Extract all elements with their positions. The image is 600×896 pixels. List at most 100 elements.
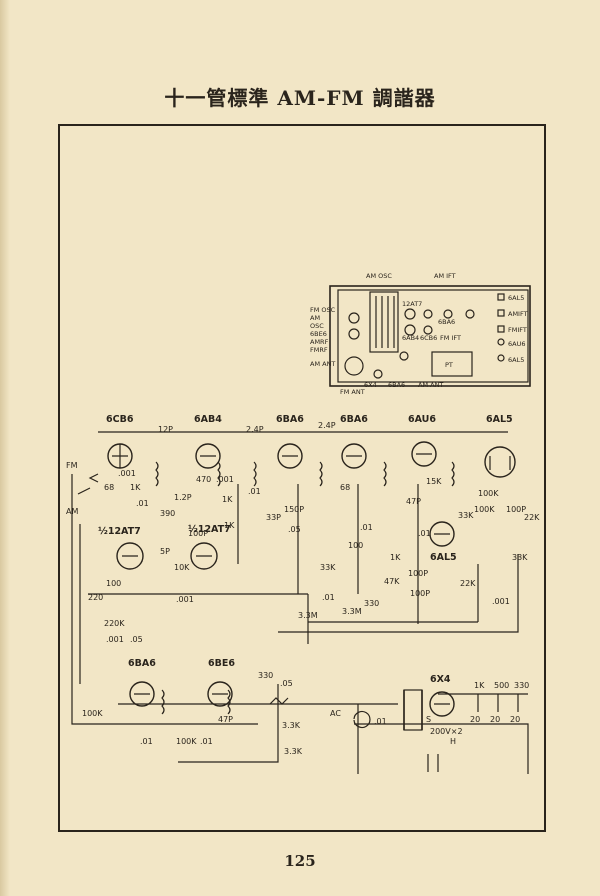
component-label: 22K xyxy=(524,513,540,522)
filter-caps xyxy=(477,694,519,712)
component-label: 5P xyxy=(160,547,170,556)
ift-coil-2 xyxy=(217,461,221,487)
component-label: 1K xyxy=(474,681,485,690)
tube-6ab4 xyxy=(195,443,221,469)
component-label: .05 xyxy=(280,679,293,688)
component-label: 330 xyxy=(364,599,379,608)
tube-label-11: 6BE6 xyxy=(208,658,235,669)
component-label: 100K xyxy=(82,709,103,718)
left-bus xyxy=(71,474,258,725)
component-label: .001 xyxy=(492,597,510,606)
component-label: .001 xyxy=(216,475,234,484)
component-label: 100 xyxy=(348,541,363,550)
socket-6al5 xyxy=(497,293,505,301)
component-label: 20 xyxy=(470,715,480,724)
ift-coil-8 xyxy=(227,689,231,715)
component-label: 3.3K xyxy=(282,721,301,730)
component-label: 1.2P xyxy=(174,493,192,502)
tube-6au6 xyxy=(411,441,437,467)
tube-label-3: 6BA6 xyxy=(276,414,304,425)
component-label: 15K xyxy=(426,477,442,486)
component-label: 100P xyxy=(506,505,526,514)
chassis-label-fmosc: FM OSC xyxy=(310,306,336,314)
chassis-label-6ba6: 6BA6 xyxy=(438,318,455,326)
band-switch xyxy=(269,697,289,705)
chassis-outline xyxy=(329,285,531,387)
tube-6al5-b xyxy=(429,521,455,547)
tube-label-6: 6AL5 xyxy=(486,414,513,425)
schematic-frame xyxy=(58,124,546,832)
component-label: 3.3M xyxy=(298,611,318,620)
chassis-inner xyxy=(337,289,529,383)
component-label: 22K xyxy=(460,579,476,588)
component-label: 220K xyxy=(104,619,125,628)
component-label: 1K xyxy=(222,495,233,504)
am-bus-2 xyxy=(178,684,279,763)
component-label: 33P xyxy=(266,513,281,522)
tube-symbols xyxy=(107,441,516,717)
ift-coil-1 xyxy=(155,461,159,487)
component-label: 3.3M xyxy=(342,607,362,616)
socket-osc xyxy=(348,328,360,340)
component-label: .01 xyxy=(140,737,153,746)
component-label: 150P xyxy=(284,505,304,514)
component-label: 2.4P xyxy=(318,421,336,430)
am-bus xyxy=(118,703,359,774)
component-label: 33K xyxy=(320,563,336,572)
component-labels: 12P 2.4P 2.4P 68 1K .001 1.2P 390 470 .0… xyxy=(66,421,540,756)
chassis-label-amant-bottom: AM ANT xyxy=(418,381,443,389)
component-label: 1K xyxy=(224,521,235,530)
component-label: 10K xyxy=(174,563,190,572)
chassis-label-fmrf: FMRF xyxy=(310,346,328,354)
page-edge-shadow xyxy=(0,0,10,896)
chassis-label-amift: AM IFT xyxy=(434,272,456,280)
ift-coil-4 xyxy=(319,461,323,487)
component-label: 33K xyxy=(512,553,528,562)
component-label: .01 xyxy=(360,523,373,532)
tube-label-12: 6X4 xyxy=(430,674,451,685)
tube-6ba6-1 xyxy=(277,443,303,469)
component-label: S xyxy=(426,715,431,724)
tube-12at7-a xyxy=(116,542,144,570)
component-label: 1K xyxy=(390,553,401,562)
component-label: 100K xyxy=(176,737,197,746)
chassis-label-6x4: 6X4 xyxy=(364,381,377,389)
component-label: 68 xyxy=(340,483,350,492)
component-label: 100K xyxy=(478,489,499,498)
component-label: 390 xyxy=(160,509,175,518)
component-label: .05 xyxy=(130,635,143,644)
component-label: .01 xyxy=(374,717,387,726)
socket-6cb6 xyxy=(423,325,433,335)
chassis-label-fmift: FM IFT xyxy=(440,334,461,342)
component-label: .001 xyxy=(118,469,136,478)
component-label: 100 xyxy=(106,579,121,588)
tube-label-1: 6CB6 xyxy=(106,414,134,425)
component-label: 100P xyxy=(188,529,208,538)
page-title: 十一管標準 AM-FM 調諧器 xyxy=(164,86,436,110)
socket-6ba6-b xyxy=(443,309,453,319)
power-bus xyxy=(354,723,529,774)
fm-am-switch xyxy=(77,487,91,495)
tube-label-9: 6AL5 xyxy=(430,552,457,563)
component-label: 330 xyxy=(258,671,273,680)
ac-input xyxy=(353,703,398,729)
tube-label-2: 6AB4 xyxy=(194,414,222,425)
component-label: 100P xyxy=(408,569,428,578)
tube-6x4 xyxy=(429,691,455,717)
chassis-label-12at7: 12AT7 xyxy=(402,300,422,308)
component-label: .001 xyxy=(176,595,194,604)
chassis-label-6au6: 6AU6 xyxy=(508,340,525,348)
component-label: 68 xyxy=(104,483,114,492)
tube-12at7-b xyxy=(190,542,218,570)
chassis-label-pt: PT xyxy=(445,361,453,369)
component-label: .05 xyxy=(288,525,301,534)
component-label: 100P xyxy=(410,589,430,598)
tube-6al5 xyxy=(484,446,516,478)
component-label: 47K xyxy=(384,577,400,586)
switch-label-am: AM xyxy=(66,507,78,516)
component-label: 200V×2 xyxy=(430,727,463,736)
component-label: 100K xyxy=(474,505,495,514)
switch-label-ac: AC xyxy=(330,709,341,718)
vertical-links xyxy=(237,484,419,624)
socket-6al5-b xyxy=(497,354,505,362)
